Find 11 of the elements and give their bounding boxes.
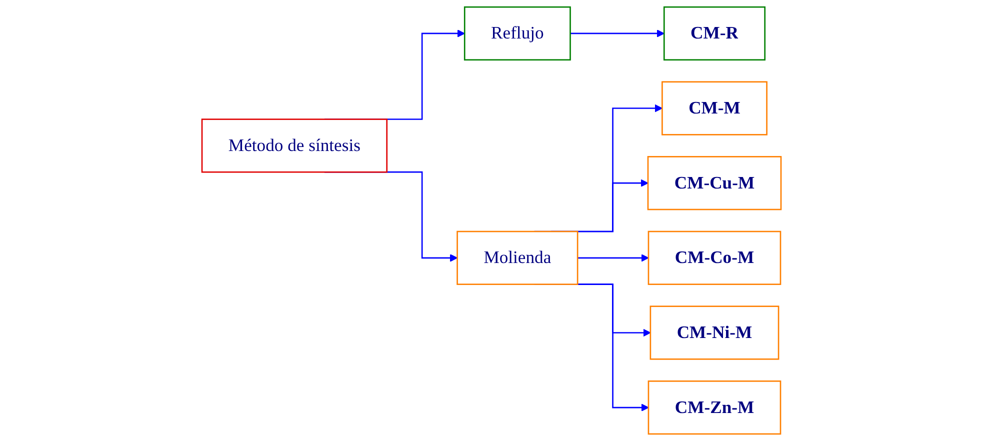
node-box: CM-M <box>662 81 768 136</box>
node-box: CM-Zn-M <box>648 380 782 435</box>
node-box: Método de síntesis <box>201 118 388 173</box>
node-box: CM-R <box>663 6 766 61</box>
arrow <box>570 30 664 38</box>
node-box: CM-Ni-M <box>650 306 780 360</box>
arrow <box>578 254 649 262</box>
node-box: Molienda <box>456 230 578 285</box>
node-box: CM-Cu-M <box>647 156 782 210</box>
node-box: Reflujo <box>464 6 571 61</box>
node-box: CM-Co-M <box>648 230 782 285</box>
